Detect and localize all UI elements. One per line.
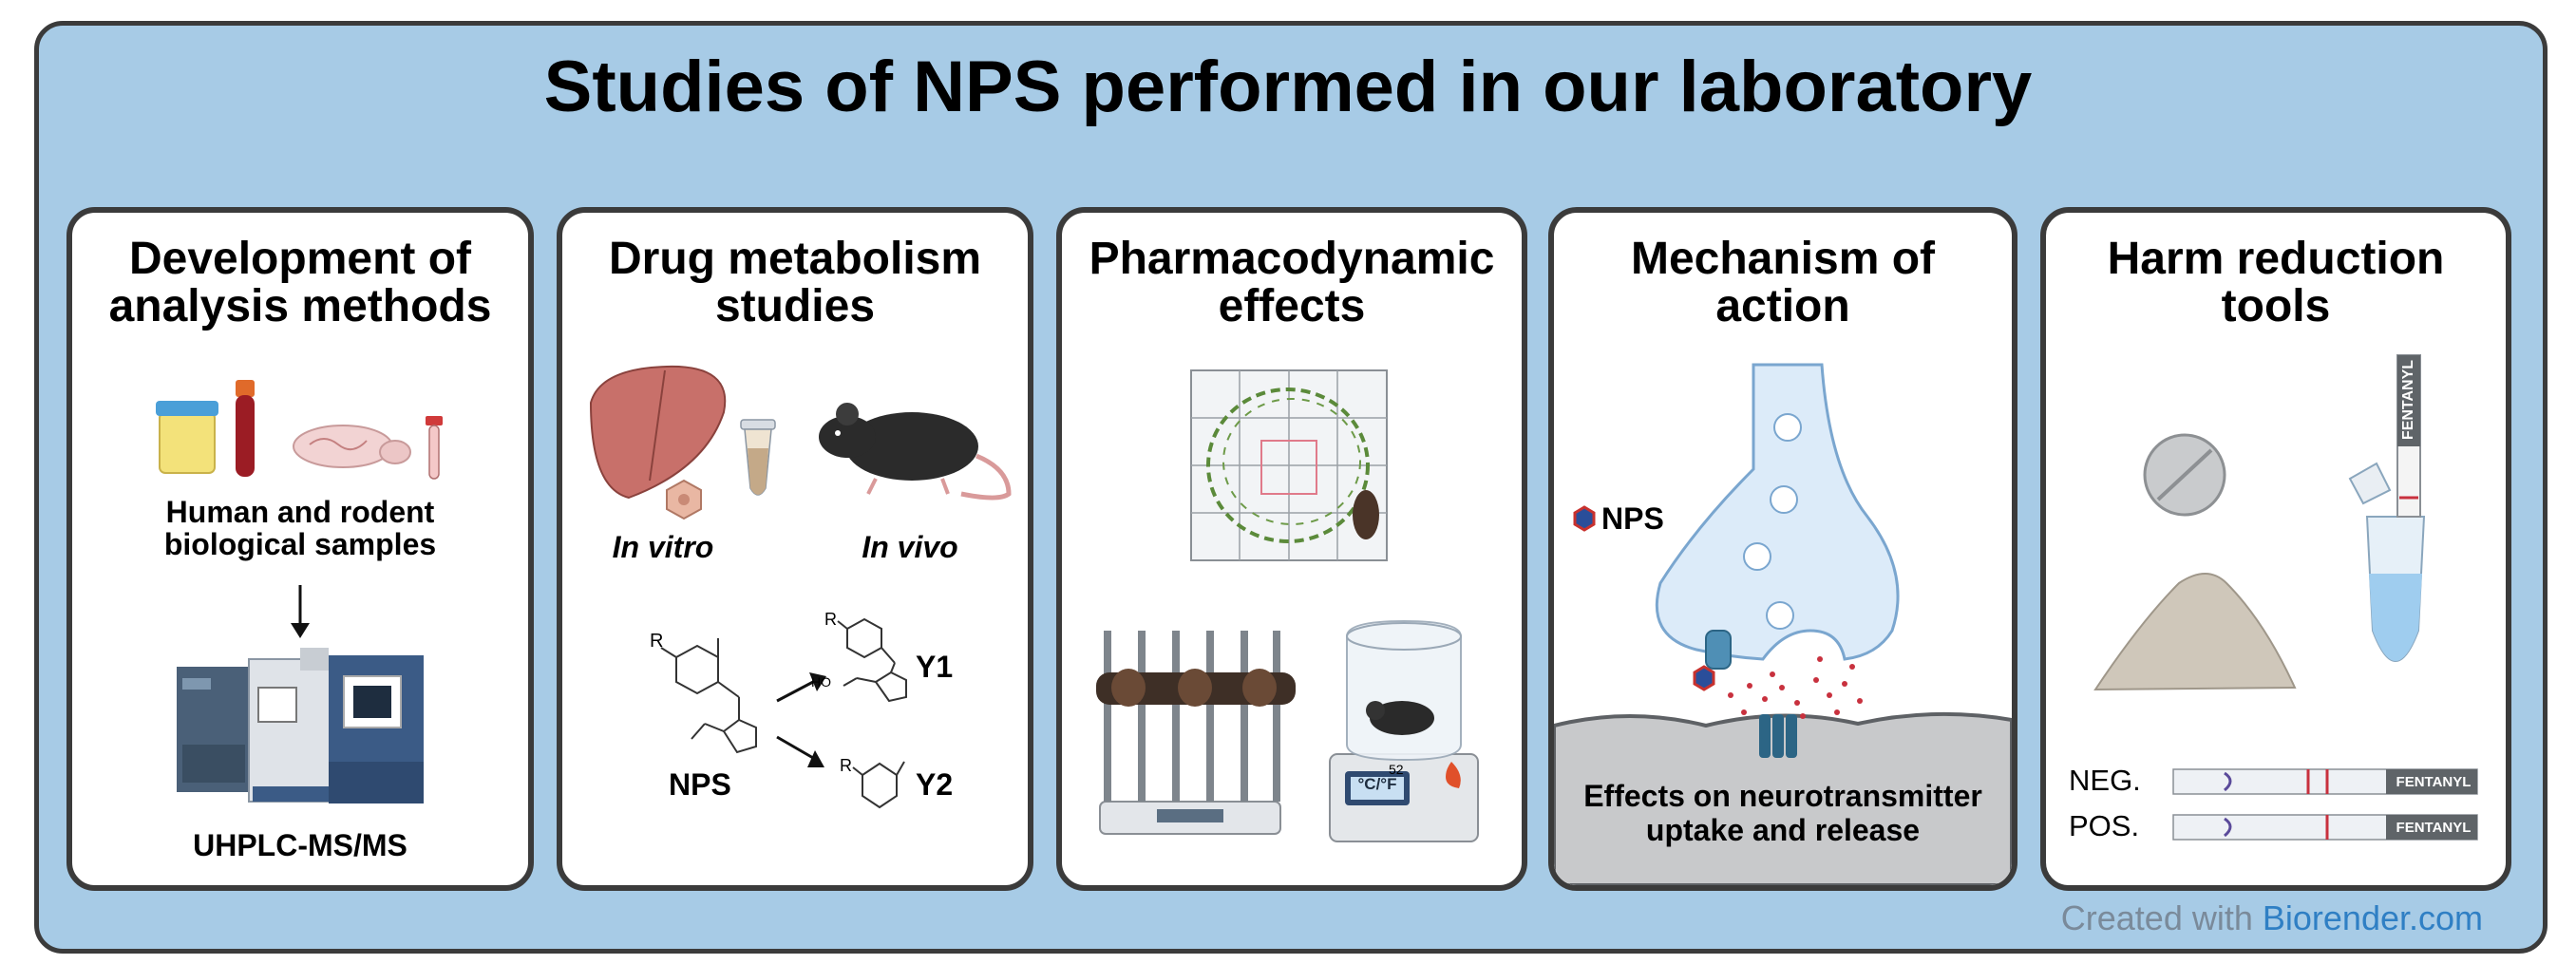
test-tube-icon	[2348, 462, 2426, 662]
panel-pharmacodynamic-effects: Pharmacodynamic effects	[1056, 207, 1527, 891]
biorender-credit: Created with Biorender.com	[2061, 898, 2483, 938]
samples-label: Human and rodent biological samples	[72, 496, 528, 560]
reaction-arrow-y1	[776, 672, 826, 703]
strip-brand-pos: FENTANYL	[2396, 820, 2472, 836]
panel-title: Drug metabolism studies	[562, 236, 1028, 331]
effects-label-line: Effects on neurotransmitter	[1583, 779, 1982, 813]
panel-title-line: Development of	[128, 234, 472, 284]
y2-structure	[852, 761, 905, 809]
thermo-readout: 52	[1389, 762, 1404, 777]
sample-tube-icon	[426, 416, 443, 480]
microtube-icon	[740, 419, 776, 496]
powder-pile-icon	[2093, 573, 2297, 691]
credit-prefix: Created with	[2060, 898, 2263, 937]
hot-plate-icon	[1329, 619, 1479, 842]
panel-title: Harm reduction tools	[2046, 236, 2506, 331]
y1-label: Y1	[916, 650, 954, 684]
thermo-unit: °C/°F	[1357, 775, 1397, 793]
pos-strip	[2172, 814, 2478, 841]
effects-label-line: uptake and release	[1645, 813, 1921, 847]
pharmacodynamics-illustration	[1096, 369, 1479, 842]
panel-title-line: effects	[1218, 281, 1366, 331]
reaction-arrow-y2	[776, 735, 824, 767]
in-vivo-label: In vivo	[862, 530, 958, 564]
down-arrow-icon	[291, 585, 310, 638]
panel-analysis-methods: Development of analysis methods	[66, 207, 534, 891]
nps-legend-label: NPS	[1601, 501, 1664, 536]
panel-harm-reduction: Harm reduction tools	[2040, 207, 2511, 891]
postsynaptic-membrane	[1554, 711, 2012, 885]
biorender-link[interactable]: Biorender.com	[2262, 898, 2483, 937]
neurotransmitter-dots	[1728, 656, 1863, 719]
pos-label: POS.	[2069, 809, 2140, 842]
panel-title: Development of analysis methods	[72, 236, 528, 331]
panel-title-line: Harm reduction	[2107, 234, 2445, 284]
y2-label: Y2	[916, 767, 954, 802]
panel-title: Pharmacodynamic effects	[1062, 236, 1522, 331]
presynaptic-terminal	[1655, 363, 1900, 661]
instrument-label: UHPLC-MS/MS	[193, 828, 407, 862]
figure-title: Studies of NPS performed in our laborato…	[543, 47, 2033, 127]
rodent-brain-icon	[293, 425, 411, 468]
panel-drug-metabolism: Drug metabolism studies	[557, 207, 1033, 891]
transporter-icon	[1705, 630, 1732, 670]
open-field-arena	[1190, 369, 1388, 561]
samples-label-line: Human and rodent	[165, 495, 435, 529]
r-label: R	[650, 631, 664, 652]
y1-structure	[837, 617, 907, 703]
harm-reduction-illustration	[2093, 354, 2478, 841]
panel-title: Mechanism of action	[1554, 236, 2012, 331]
r-label: R	[840, 756, 852, 775]
urine-cup-icon	[156, 401, 218, 474]
neg-label: NEG.	[2069, 764, 2141, 797]
nps-molecule-icon	[1693, 665, 1715, 691]
panel-title-line: studies	[714, 281, 876, 331]
nps-legend-icon	[1573, 505, 1596, 532]
panel-title-line: Drug metabolism	[608, 234, 982, 284]
nps-structure-label: NPS	[669, 767, 731, 802]
receptor-icon	[1759, 714, 1797, 758]
effects-label: Effects on neurotransmitter uptake and r…	[1554, 779, 2012, 847]
panel-title-line: analysis methods	[108, 281, 492, 331]
test-strip-icon	[2396, 354, 2421, 518]
in-vitro-label: In vitro	[612, 530, 714, 564]
panel-mechanism-of-action: Mechanism of action	[1548, 207, 2017, 891]
hepatocyte-icon	[666, 479, 702, 520]
panel-title-line: Pharmacodynamic	[1089, 234, 1495, 284]
strip-brand-neg: FENTANYL	[2396, 774, 2472, 790]
panel-title-line: Mechanism of	[1630, 234, 1936, 284]
synapse-illustration	[1554, 363, 2012, 885]
analysis-illustration	[156, 380, 443, 803]
r-label: R	[824, 610, 837, 629]
panel-title-line: tools	[2221, 281, 2331, 331]
restrainer-device-icon	[1096, 631, 1296, 835]
neg-strip	[2172, 768, 2478, 795]
uhplc-instrument-icon	[177, 648, 424, 803]
ho-label: HO	[811, 674, 831, 690]
mouse-icon	[819, 403, 1012, 501]
blood-tube-icon	[236, 380, 255, 477]
samples-label-line: biological samples	[163, 527, 437, 561]
liver-icon	[589, 365, 727, 500]
metabolism-illustration	[589, 365, 1012, 809]
strip-brand-vertical: FENTANYL	[2400, 359, 2416, 441]
panel-title-line: action	[1715, 281, 1850, 331]
nps-structure	[660, 638, 757, 754]
pill-icon	[2143, 433, 2226, 517]
